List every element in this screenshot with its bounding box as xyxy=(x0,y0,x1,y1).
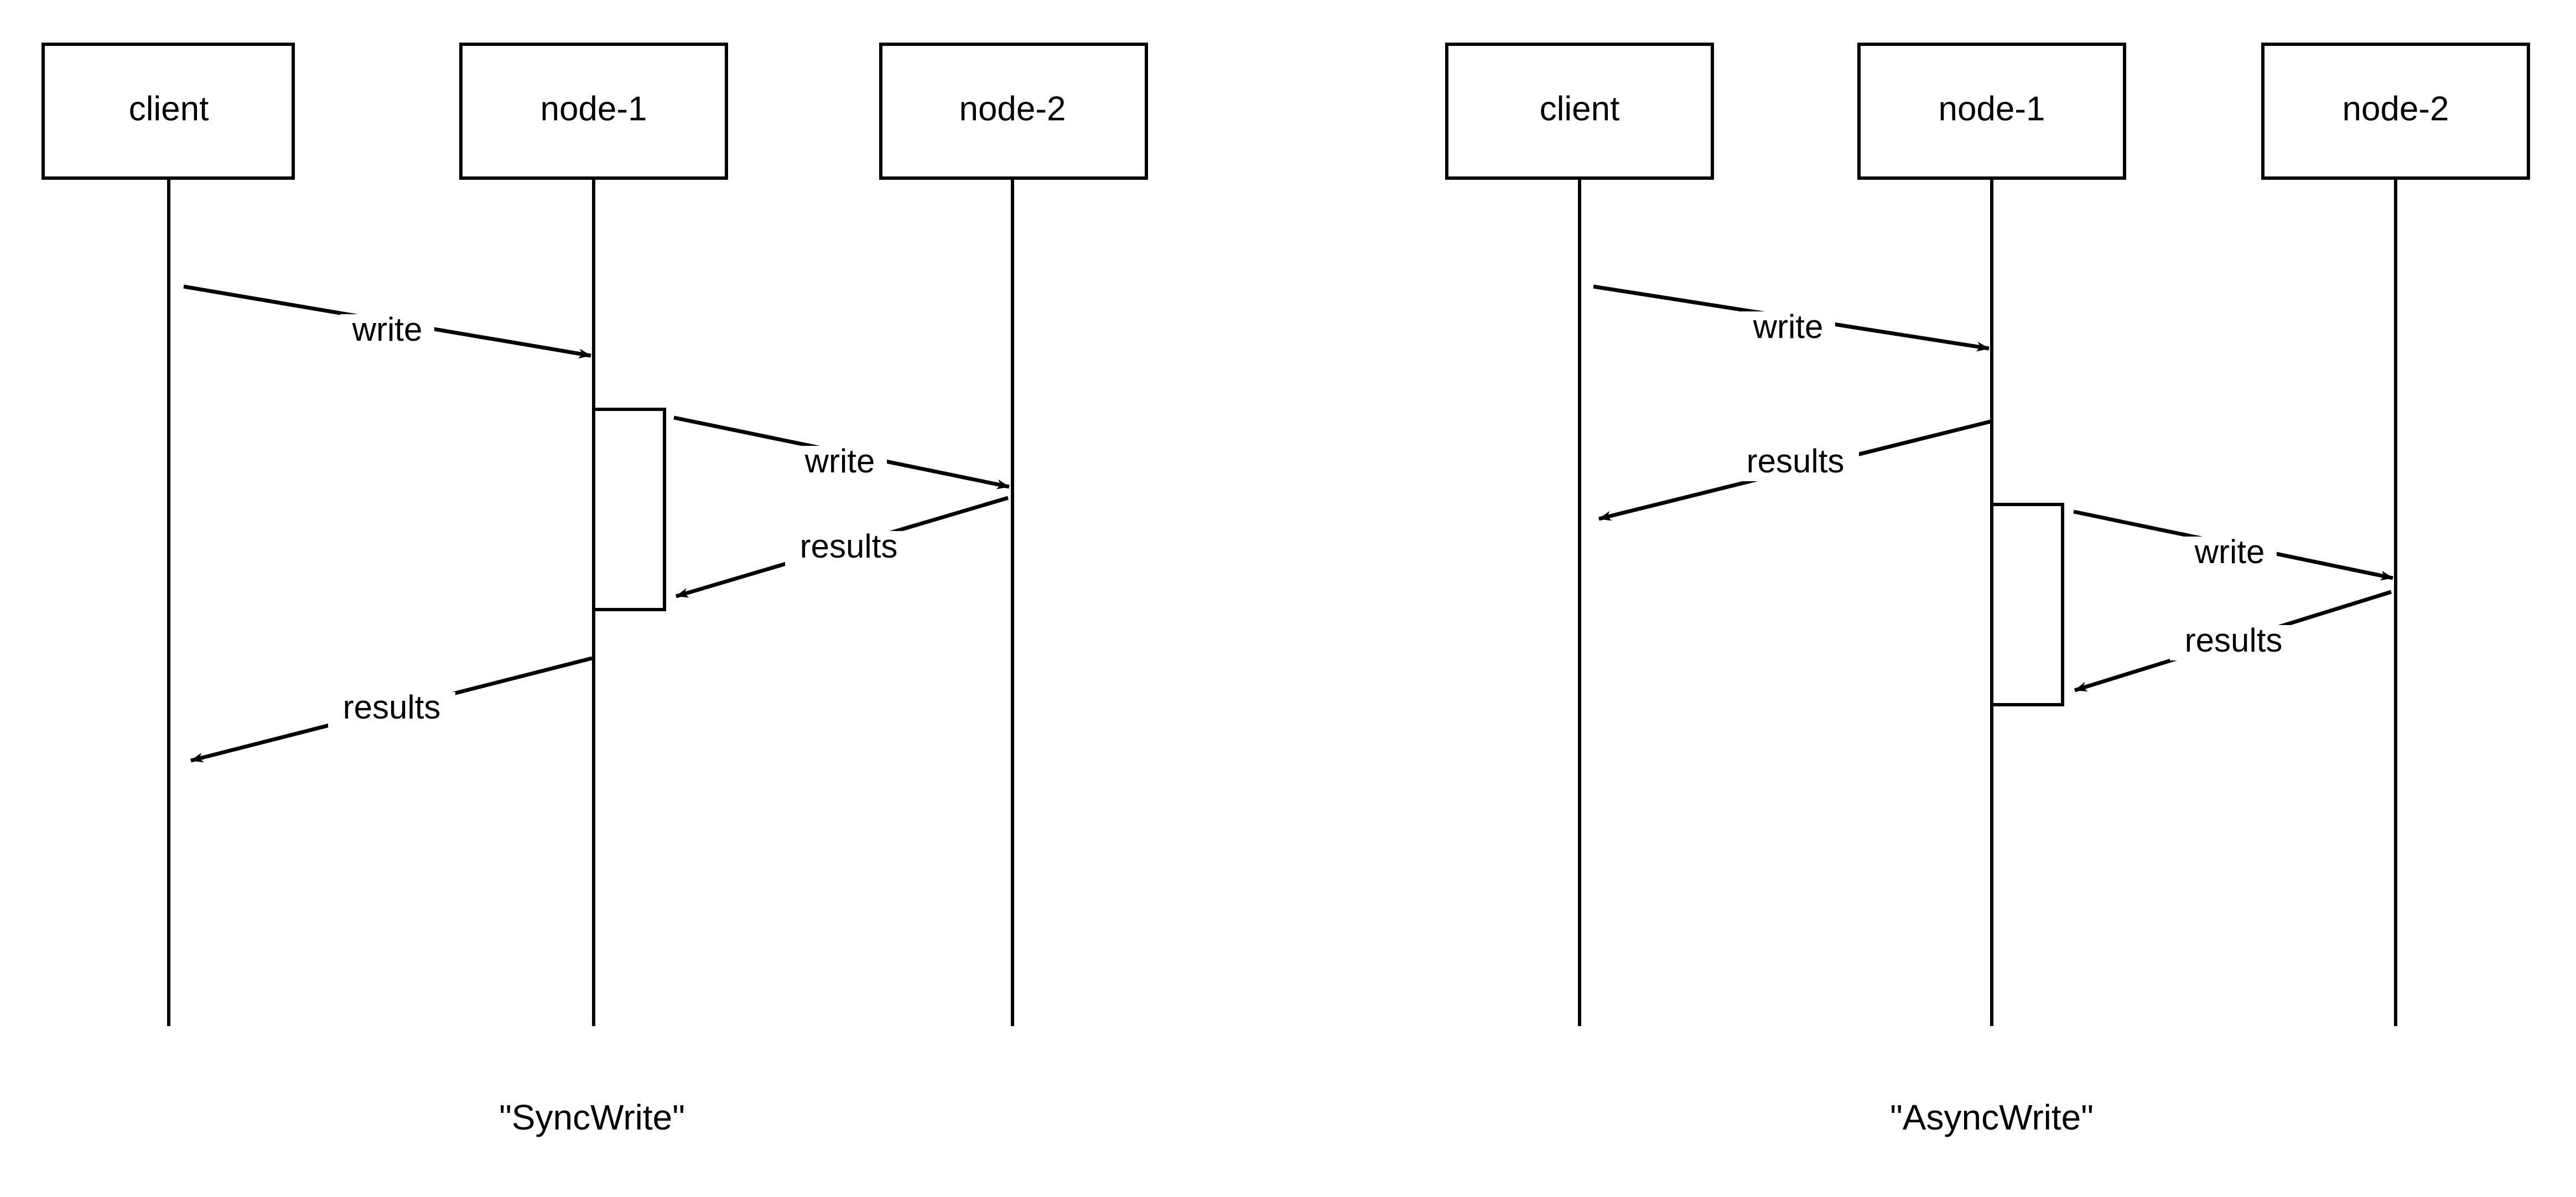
message-m3-write: write xyxy=(2073,509,2393,581)
participant-label-node-2: node-2 xyxy=(2342,90,2449,128)
participant-node-2: node-2 xyxy=(879,43,1148,1026)
message-label-backdrop-m4 xyxy=(2170,625,2297,660)
message-m4-results: results xyxy=(2074,590,2392,693)
participant-label-node-2: node-2 xyxy=(959,90,1066,128)
message-m3-results: results xyxy=(676,496,1009,598)
diagram-caption-sync-write: "SyncWrite" xyxy=(499,1097,685,1137)
message-label-m2: results xyxy=(1747,443,1845,480)
message-label-m1: write xyxy=(352,311,423,348)
participant-box-node-2 xyxy=(2261,43,2530,180)
participant-client: client xyxy=(1445,43,1714,1026)
message-label-backdrop-m3 xyxy=(2183,537,2277,572)
participant-box-node-2 xyxy=(879,43,1148,180)
message-m4-results: results xyxy=(190,656,593,763)
participant-label-client: client xyxy=(129,90,209,128)
message-label-m1: write xyxy=(1753,308,1824,345)
sequence-diagram-sync-write: client node-1 node-2 write write results resul… xyxy=(41,43,1148,1137)
message-label-m3: write xyxy=(2194,533,2265,570)
message-m2-results: results xyxy=(1598,419,1991,521)
message-label-m3: results xyxy=(800,528,898,565)
message-label-backdrop-m2 xyxy=(1732,446,1859,481)
message-label-backdrop-m3 xyxy=(785,531,912,566)
participant-box-client xyxy=(41,43,295,180)
participant-label-node-1: node-1 xyxy=(1938,90,2045,128)
message-m2-write: write xyxy=(673,415,1010,490)
participant-box-client xyxy=(1445,43,1714,180)
participant-node-2: node-2 xyxy=(2261,43,2530,1026)
message-label-backdrop-m1 xyxy=(340,314,434,350)
message-label-m4: results xyxy=(343,689,441,726)
message-label-m2: write xyxy=(804,443,875,480)
message-m1-write: write xyxy=(1593,284,1990,352)
message-label-backdrop-m4 xyxy=(328,692,455,727)
participant-label-client: client xyxy=(1540,90,1620,128)
message-label-backdrop-m1 xyxy=(1741,311,1835,347)
message-label-m4: results xyxy=(2185,622,2283,659)
participant-label-node-1: node-1 xyxy=(540,90,647,128)
sequence-diagram-async-write: client node-1 node-2 write results write resul… xyxy=(1445,43,2530,1137)
participant-box-node-1 xyxy=(459,43,728,180)
participant-client: client xyxy=(41,43,295,1026)
message-label-backdrop-m2 xyxy=(793,446,887,481)
activation-bar-node-1 xyxy=(592,408,666,611)
diagram-caption-async-write: "AsyncWrite" xyxy=(1890,1097,2094,1137)
message-m1-write: write xyxy=(183,284,591,359)
participant-node-1: node-1 xyxy=(1857,43,2126,1026)
participant-node-1: node-1 xyxy=(459,43,728,1026)
activation-bar-node-1 xyxy=(1990,503,2064,706)
